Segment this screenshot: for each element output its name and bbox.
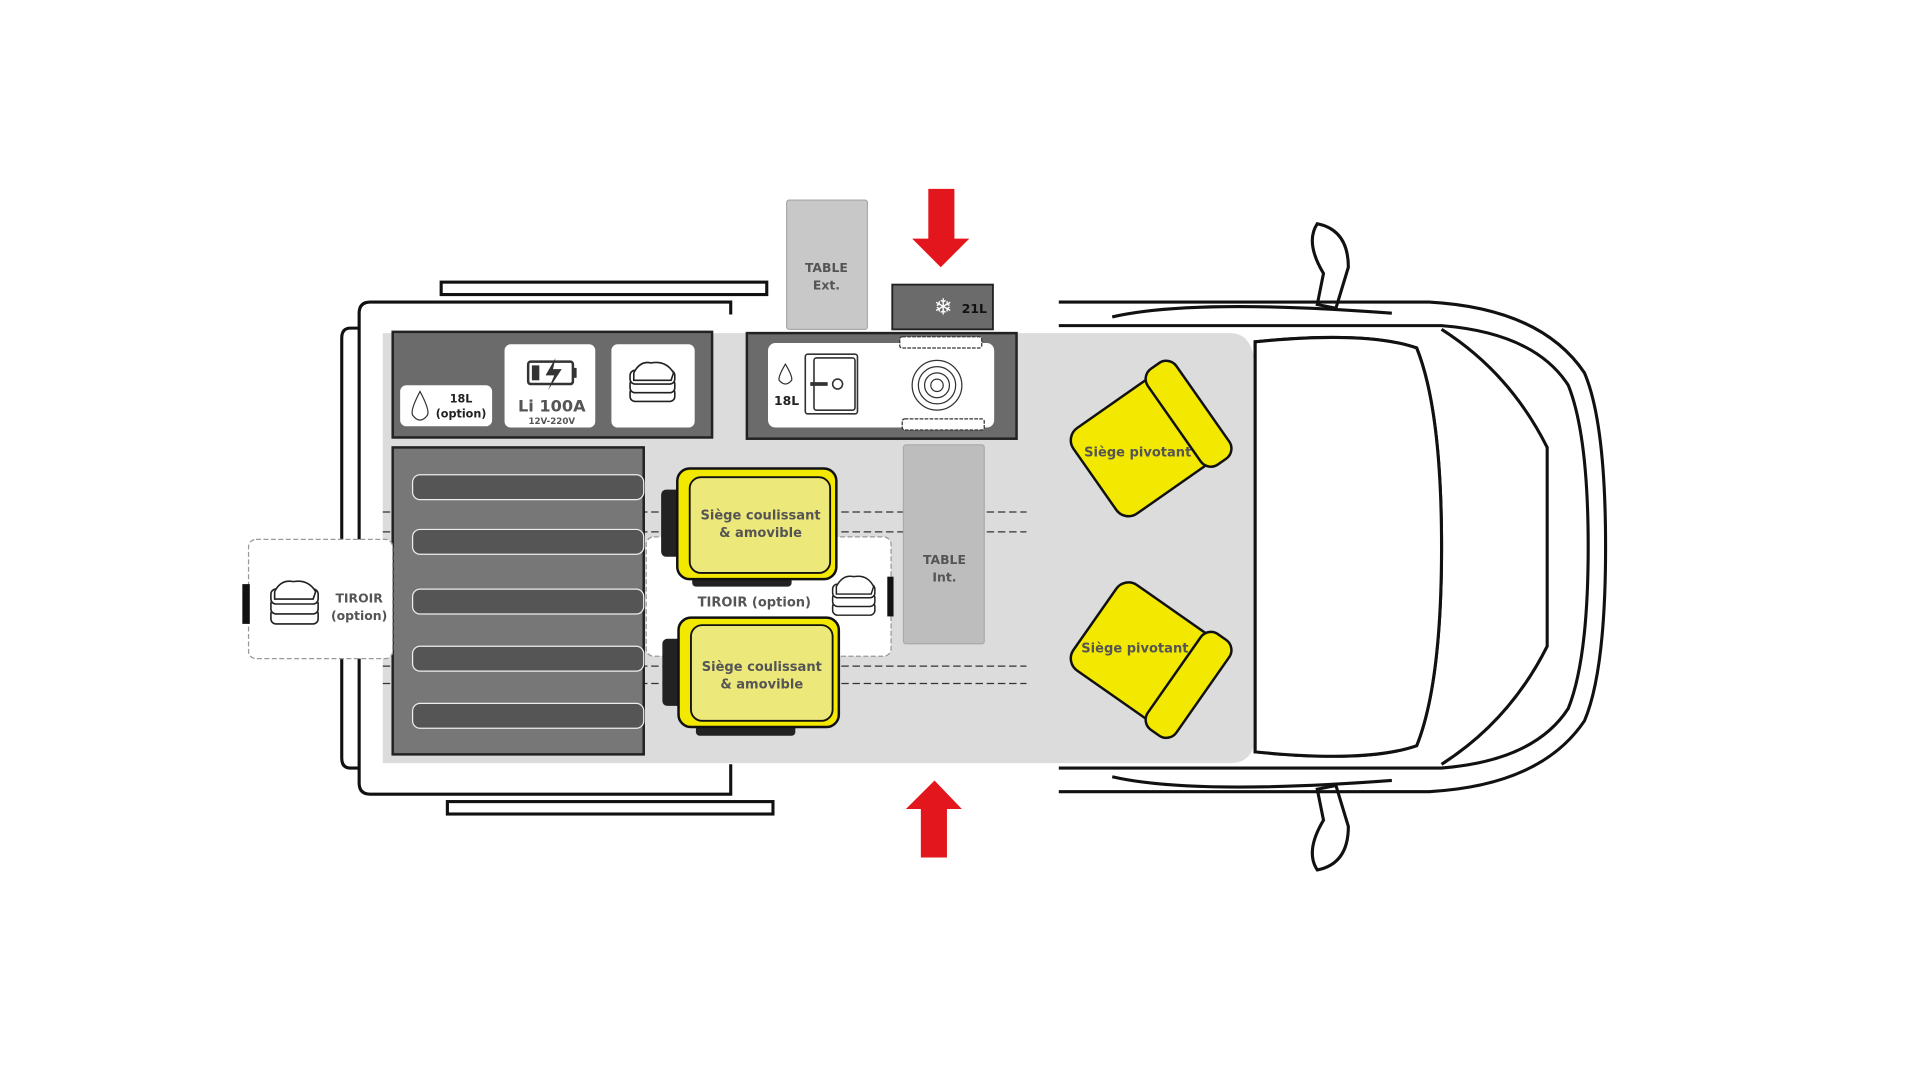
- clothes-icon: [270, 580, 319, 625]
- fridge: ❄ 21L: [891, 283, 994, 331]
- table-ext-label: TABLE: [805, 260, 848, 275]
- table-int-label-2: Int.: [932, 570, 956, 585]
- seat-label-2: & amovible: [720, 678, 803, 693]
- seat-label-2: & amovible: [719, 526, 802, 541]
- sliding-seat-bottom[interactable]: Siège coulissant & amovible: [662, 616, 841, 736]
- stove-burner-icon: [911, 359, 963, 411]
- table-ext-label-2: Ext.: [813, 278, 840, 293]
- water-tank-option: (option): [436, 408, 487, 421]
- entrance-arrow-up-icon: [905, 780, 962, 858]
- bed: [391, 446, 645, 756]
- seat-label: Siège coulissant: [700, 508, 820, 523]
- battery-voltage: 12V-220V: [528, 417, 575, 427]
- table-int-label: TABLE: [923, 552, 966, 567]
- rear-drawer-label: TIROIR: [335, 591, 383, 606]
- entrance-arrow-down-icon: [912, 188, 970, 268]
- swivel-seat-bottom[interactable]: Siège pivotant: [1061, 571, 1236, 742]
- battery-label: Li 100A: [518, 396, 586, 415]
- battery-icon: [526, 357, 577, 391]
- bottom-rail: [445, 800, 775, 816]
- sliding-seat-top[interactable]: Siège coulissant & amovible: [661, 467, 838, 587]
- snowflake-icon: ❄: [934, 294, 953, 320]
- water-tank-label: 18L: [450, 393, 473, 406]
- rear-drawer[interactable]: TIROIR (option): [242, 538, 394, 660]
- fridge-label: 21L: [962, 301, 987, 316]
- swivel-seat-label: Siège pivotant: [1084, 445, 1191, 460]
- seat-label: Siège coulissant: [702, 660, 822, 675]
- table-interior[interactable]: TABLE Int.: [902, 444, 985, 645]
- clothes-icon: [831, 575, 876, 616]
- rear-drawer-option: (option): [331, 608, 387, 623]
- swivel-seat-label: Siège pivotant: [1081, 642, 1188, 657]
- middle-drawer-label: TIROIR (option): [698, 595, 811, 610]
- table-exterior[interactable]: TABLE Ext.: [786, 199, 869, 330]
- kitchen-water-label: 18L: [774, 393, 799, 408]
- kitchen-unit: 18L: [745, 331, 1018, 440]
- rear-cabinet: 18L (option) Li 100A 12V-220V: [391, 330, 714, 439]
- sink-icon: [804, 353, 859, 415]
- clothes-icon: [629, 361, 676, 403]
- top-rail: [439, 280, 769, 297]
- swivel-seat-top[interactable]: Siège pivotant: [1061, 356, 1236, 527]
- water-drop-icon: [411, 390, 429, 421]
- water-drop-icon: [778, 362, 793, 385]
